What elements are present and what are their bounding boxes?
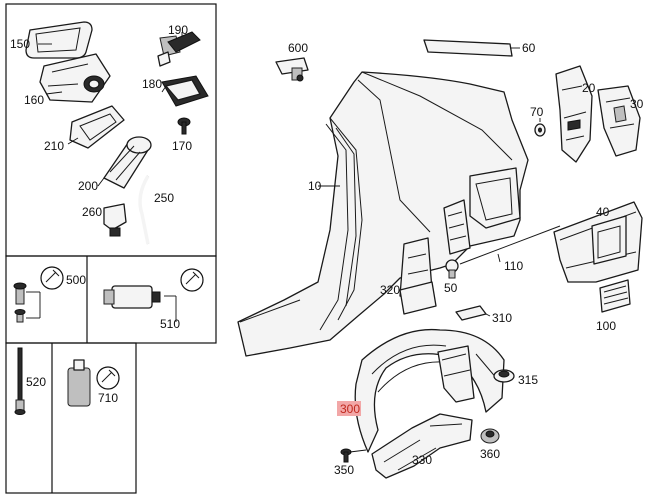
callout-600[interactable]: 600 (288, 41, 308, 55)
callout-330[interactable]: 330 (412, 453, 432, 467)
screw-part (177, 117, 191, 135)
vent-grille-part (599, 279, 631, 313)
callout-20[interactable]: 20 (582, 81, 596, 95)
rear-bracket-part (555, 65, 593, 163)
screw-350-part (340, 448, 367, 463)
clip-part (103, 203, 127, 237)
callout-180[interactable]: 180 (142, 77, 162, 91)
clip-50-part (445, 259, 459, 279)
nut-360-part (480, 428, 500, 444)
tools-inset-frame (5, 342, 137, 494)
callout-170[interactable]: 170 (172, 139, 192, 153)
seal-ring-part (67, 105, 125, 149)
callout-520[interactable]: 520 (26, 375, 46, 389)
callout-510[interactable]: 510 (160, 317, 180, 331)
callout-30[interactable]: 30 (630, 97, 644, 111)
callout-210[interactable]: 210 (44, 139, 64, 153)
callout-310[interactable]: 310 (492, 311, 512, 325)
callout-300[interactable]: 300 (340, 402, 360, 416)
callout-710[interactable]: 710 (98, 391, 118, 405)
callout-160[interactable]: 160 (24, 93, 44, 107)
grommet-315-part (493, 369, 515, 383)
callout-60[interactable]: 60 (522, 41, 536, 55)
flap-actuator-part (157, 31, 201, 67)
callout-40[interactable]: 40 (596, 205, 610, 219)
callout-50[interactable]: 50 (444, 281, 458, 295)
washer-part (534, 118, 546, 137)
drain-hose-part (138, 175, 150, 245)
long-bolt-part (14, 347, 26, 415)
roof-strip-part (423, 39, 520, 57)
callout-190[interactable]: 190 (168, 23, 188, 37)
rear-section-part (553, 201, 643, 283)
filler-funnel-part (97, 136, 152, 189)
fuel-housing-part (39, 53, 111, 103)
rail-strip-part (459, 225, 561, 265)
callout-320[interactable]: 320 (380, 283, 400, 297)
lower-liner-part (371, 413, 473, 479)
inset-frames (5, 3, 217, 494)
highlight-box (337, 401, 361, 416)
callout-100[interactable]: 100 (596, 319, 616, 333)
callout-70[interactable]: 70 (530, 105, 544, 119)
callout-500[interactable]: 500 (66, 273, 86, 287)
side-bracket-part (597, 85, 641, 157)
callout-315[interactable]: 315 (518, 373, 538, 387)
body-side-panel (237, 71, 529, 357)
bolt-kit-part (13, 266, 64, 323)
callout-250[interactable]: 250 (154, 191, 174, 205)
callout-260[interactable]: 260 (82, 205, 102, 219)
callout-10[interactable]: 10 (308, 179, 322, 193)
fuel-flap-part (25, 21, 93, 59)
inner-panel-part (399, 237, 437, 315)
lock-motor-part (161, 75, 209, 107)
wheel-liner-part (354, 328, 505, 453)
cap-plug-part (275, 57, 309, 82)
callout-150[interactable]: 150 (10, 37, 30, 51)
pump-kit-part (103, 268, 204, 322)
pad-part (455, 305, 491, 321)
callout-350[interactable]: 350 (334, 463, 354, 477)
callout-110[interactable]: 110 (504, 259, 523, 273)
callout-360[interactable]: 360 (480, 447, 500, 461)
spray-can-part (67, 359, 120, 407)
callout-200[interactable]: 200 (78, 179, 98, 193)
